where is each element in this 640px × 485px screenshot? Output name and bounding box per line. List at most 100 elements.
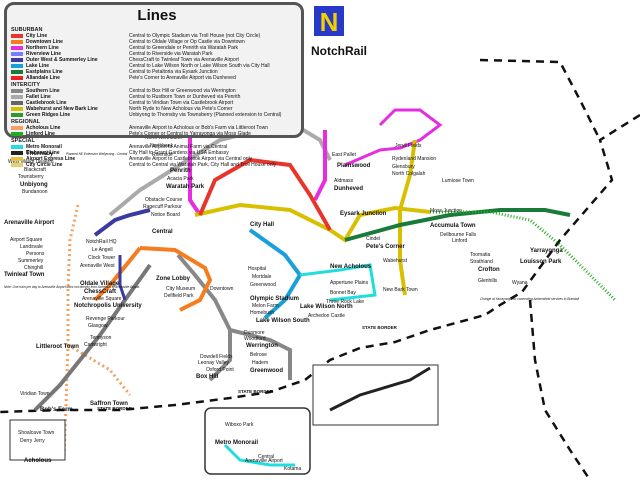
legend-line-name: Downtown Line bbox=[26, 39, 63, 45]
station-label: New Acholous bbox=[330, 264, 372, 270]
legend-line-name: Lake Line bbox=[26, 63, 50, 69]
station-label: Plainswood bbox=[337, 163, 371, 169]
station-label: Cindel bbox=[366, 236, 380, 242]
outer-west-line bbox=[93, 208, 151, 237]
station-label: Central bbox=[258, 454, 274, 460]
legend-line-name: Linford Line bbox=[26, 131, 55, 137]
legend-line-description: Arenaville Airport to Animal Farm via Ce… bbox=[129, 144, 228, 150]
legend-row: Lake Line Central to Lake Wilson North or… bbox=[11, 63, 301, 69]
station-label: Townsberry bbox=[18, 174, 44, 180]
legend-line-description: Central to Box Hill or Greenwood via Wer… bbox=[129, 88, 236, 94]
station-label: Summerley bbox=[18, 258, 44, 264]
legend-line-description: Central to Central via Waratah Park, Cit… bbox=[129, 162, 277, 168]
legend-swatch bbox=[11, 76, 23, 80]
station-label: Notice Board bbox=[151, 212, 180, 218]
station-label: Crofton bbox=[478, 267, 500, 273]
station-label: Melon Farm bbox=[252, 303, 279, 309]
legend-line-description: Central to Lake Wilson North or Lake Wil… bbox=[129, 63, 270, 69]
station-label: Animal Farm bbox=[0, 0, 28, 2]
legend-line-name: Allandale Line bbox=[26, 75, 60, 81]
station-label: Glensbury bbox=[392, 164, 415, 170]
station-label: Yarrayonga bbox=[530, 248, 563, 254]
legend-line-name: Acholous Line bbox=[26, 125, 61, 131]
station-label: Moss Junction bbox=[430, 208, 462, 214]
station-label: Glasgow bbox=[88, 323, 108, 329]
station-label: New Bark Town bbox=[383, 287, 418, 293]
southern-line bbox=[176, 253, 232, 382]
station-label: City Hall bbox=[250, 222, 274, 228]
station-label: Dunheved bbox=[334, 186, 363, 192]
station-label: Dellbourne Falls bbox=[440, 232, 477, 238]
legend-line-description: Central to Olympic Stadium via Troll Hou… bbox=[129, 33, 261, 39]
legend-line-description: Central to Oldale Village or Op Castle v… bbox=[129, 39, 245, 45]
map-note: Change at Yarrayonga for connecting Ambe… bbox=[480, 297, 579, 301]
logo-mark-letter: N bbox=[320, 7, 339, 36]
legend-swatch bbox=[11, 95, 23, 99]
legend-line-description: City Hall to Grant Gardens via USA Embas… bbox=[129, 150, 229, 156]
station-label: NotchRail HQ bbox=[86, 239, 117, 245]
station-label: Northbank bbox=[150, 143, 174, 149]
legend-row: Green Ridges Line Unbiyong to Thornsby vi… bbox=[11, 112, 301, 118]
station-label: Toomatia bbox=[470, 252, 491, 258]
station-label: Olympic Stadium bbox=[250, 296, 299, 302]
station-label: Ragecuff Parkour bbox=[143, 204, 182, 210]
station-label: Unbiyong bbox=[20, 182, 48, 188]
station-label: Persons bbox=[26, 251, 45, 257]
station-label: Rydenland Mansion bbox=[392, 156, 436, 162]
monorail-inset bbox=[204, 407, 311, 475]
legend-swatch bbox=[11, 70, 23, 74]
logo-wordmark: NotchRail bbox=[311, 44, 368, 58]
station-label: Notchropolis University bbox=[74, 303, 142, 309]
station-label: Acacia Park bbox=[167, 176, 194, 182]
station-label: Littleroot Town bbox=[36, 344, 79, 350]
legend-swatch bbox=[11, 101, 23, 105]
station-label: Lake Wilson South bbox=[256, 318, 310, 324]
station-label: Landsvale bbox=[20, 244, 43, 250]
lake-line-north bbox=[299, 263, 377, 302]
legend-line-description: Unbiyong to Thornsby via Townsberry (Pla… bbox=[129, 112, 282, 118]
station-label: Chinghill bbox=[24, 265, 43, 271]
station-label: Derry Jerry bbox=[20, 438, 45, 444]
legend-line-name: Green Ridges Line bbox=[26, 112, 71, 118]
map-note: Planned NE Extension Wellywong - Central bbox=[66, 152, 128, 156]
state-border-label: STATE BORDER bbox=[238, 389, 274, 394]
station-label: Clock Tower bbox=[88, 255, 115, 261]
legend-swatch bbox=[11, 107, 23, 111]
station-label: Arenaville West bbox=[80, 263, 115, 269]
legend-line-name: Eastplains Line bbox=[26, 69, 63, 75]
station-label: Wabehurst bbox=[383, 258, 408, 264]
station-label: Appertune Plains bbox=[330, 280, 369, 286]
station-label: North Colgalah bbox=[392, 171, 426, 177]
station-label: Mortdale bbox=[252, 274, 272, 280]
legend-section-header: REGIONAL bbox=[11, 119, 41, 125]
station-labels: GreendaleNorth NorthbankNorthbankRiversi… bbox=[0, 0, 563, 472]
legend-line-description: Central to Rustborn Town or Dunheved via… bbox=[129, 94, 241, 100]
station-label: Archedon Castle bbox=[308, 313, 345, 319]
legend-swatch bbox=[11, 163, 23, 167]
city-circle-line bbox=[194, 202, 431, 243]
legend-swatch bbox=[11, 52, 23, 56]
castlebrook-line bbox=[33, 263, 152, 412]
legend-swatch bbox=[11, 145, 23, 149]
station-label: Bonnet Bay bbox=[330, 290, 356, 296]
station-label: Thornsby bbox=[26, 151, 54, 157]
station-label: Shoalcave Town bbox=[18, 430, 55, 436]
state-border-line-south bbox=[528, 299, 592, 481]
legend-line-name: Riverview Line bbox=[26, 51, 62, 57]
northern-line-east bbox=[313, 130, 327, 201]
state-border-label: STATE BORDER bbox=[362, 325, 398, 330]
station-label: Airport Square bbox=[10, 237, 42, 243]
embassy-line bbox=[329, 366, 431, 412]
legend-line-description: Central to Viridian Town via Castlebrook… bbox=[129, 100, 234, 106]
station-label: Greenwood bbox=[250, 368, 283, 374]
